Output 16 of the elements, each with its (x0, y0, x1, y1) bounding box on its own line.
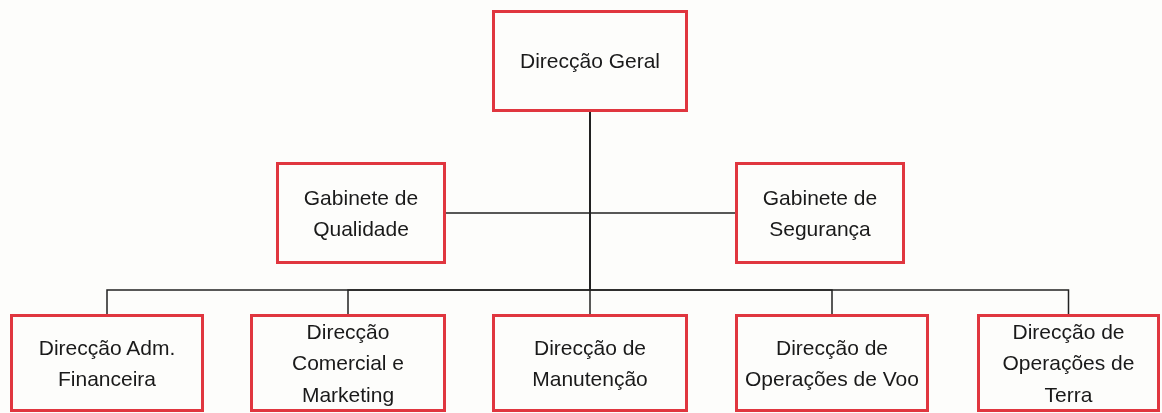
org-unit-box (977, 314, 1160, 412)
unit-name: Direcção Adm. Financeira (37, 334, 177, 392)
unit-name: Gabinete de Segurança (761, 184, 879, 242)
org-unit-box (276, 162, 446, 264)
unit-name: Gabinete de Qualidade (302, 184, 420, 242)
org-unit-box (735, 314, 929, 412)
unit-name: Direcção de Operações de Voo (744, 334, 920, 392)
org-unit-box (492, 314, 688, 412)
unit-name: Direcção Comercial e Marketing (290, 318, 405, 408)
unit-name: Direcção de Operações de Terra (1001, 318, 1136, 408)
unit-name: Direcção de Manutenção (531, 334, 649, 392)
org-unit-box (492, 10, 688, 112)
org-unit-box (10, 314, 204, 412)
org-unit-box (735, 162, 905, 264)
unit-name: Direcção Geral (519, 48, 661, 75)
org-unit-box (250, 314, 446, 412)
